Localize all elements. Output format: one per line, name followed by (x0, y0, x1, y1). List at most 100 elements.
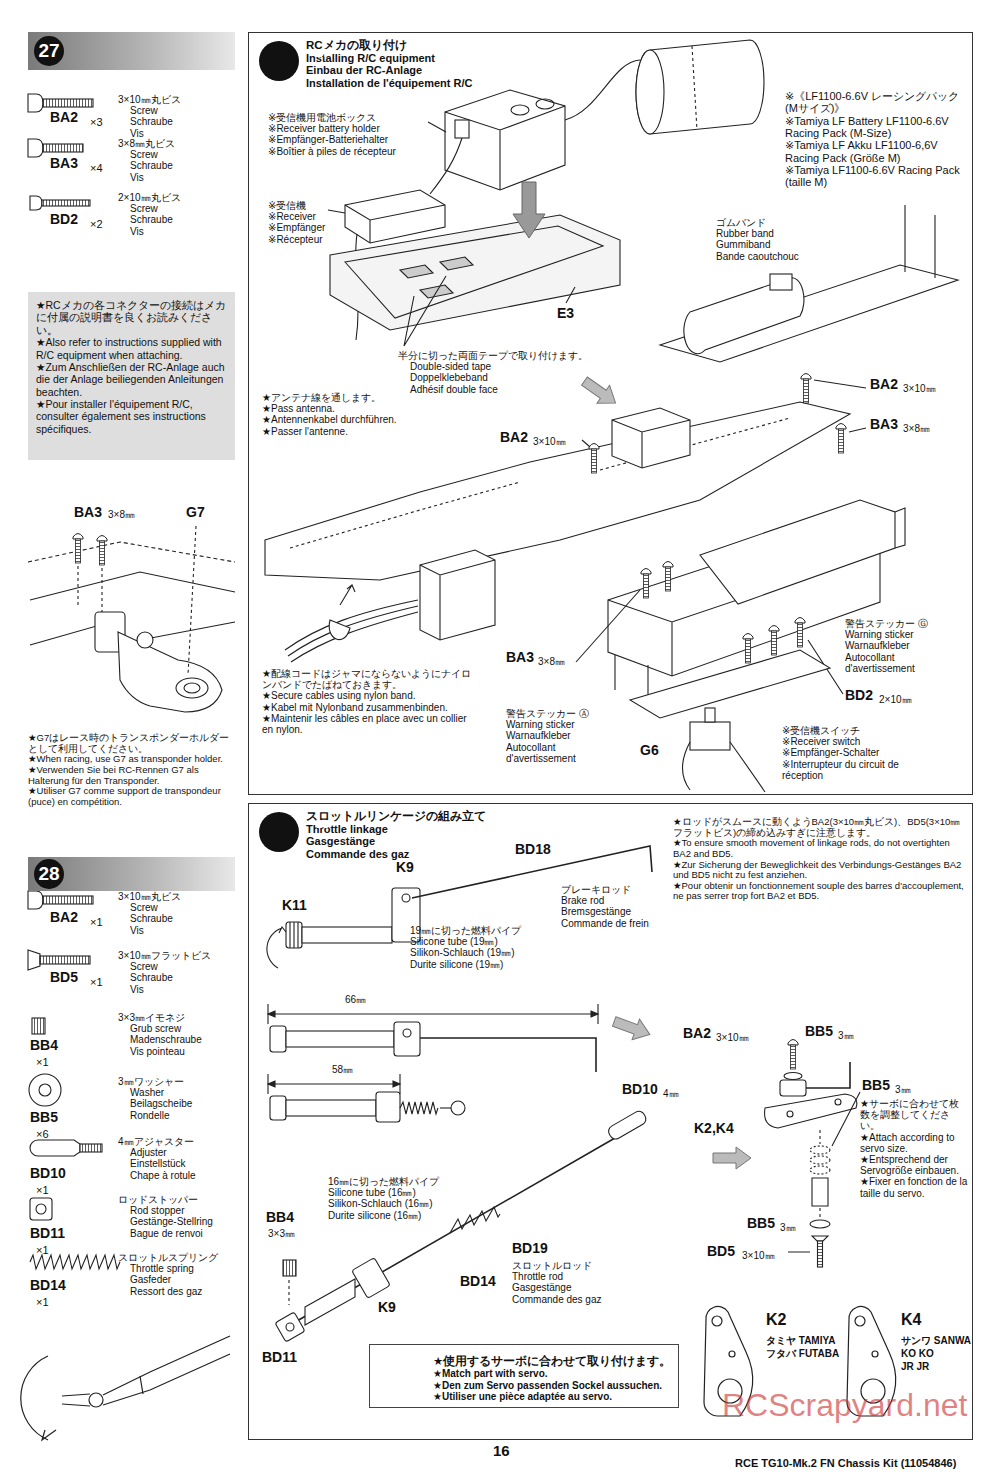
callout-text: Commande des gaz (512, 1294, 602, 1305)
callout-text: Durite silicone (16㎜) (328, 1210, 439, 1221)
throttle-rod-assembly (606, 1109, 648, 1141)
part-code: K4 (901, 1310, 971, 1331)
part-icon (30, 1198, 52, 1220)
rod-dimension (400, 1102, 438, 1114)
quantity: ×6 (36, 1128, 49, 1140)
callout-text: ★Passer l'antenne. (262, 426, 397, 437)
part-code: G7 (186, 505, 205, 521)
part-icon (30, 1140, 80, 1156)
note-text: ★サーボに合わせて枚数を調整してください。 (860, 1098, 968, 1132)
g7-illustration (184, 683, 200, 693)
text-wrap: K2タミヤ TAMIYAフタバ FUTABA (766, 1310, 839, 1360)
label-group: ※受信機※Receiver※Empfänger※Récepteur (268, 200, 325, 245)
part-code: BD2 (845, 688, 873, 704)
quantity: ×1 (36, 1244, 49, 1256)
note-text: ★Fixer en fonction de la taille du servo… (860, 1176, 968, 1198)
part-code: BA3 (870, 417, 898, 433)
step-title: Throttle linkage (306, 823, 486, 835)
text-wrap: 28 (316, 818, 329, 831)
callout-text: Autocollant d'avertissement (845, 652, 955, 674)
label-group: ★アンテナ線を通します。★Pass antenna.★Antennenkabel… (262, 392, 397, 437)
part-spec: Throttle spring (118, 1263, 218, 1274)
part-spec: Screw (118, 203, 181, 214)
rod-dimension (268, 1004, 598, 1122)
servo-horn-assembly (765, 1094, 857, 1128)
label-group: ブレーキロッドBrake rodBremsgestängeCommande de… (561, 884, 649, 929)
part-code: BD11 (30, 1226, 65, 1242)
receiver-switch (630, 650, 830, 718)
nylon-band (329, 620, 350, 640)
callout-text: Durite silicone (19㎜) (410, 959, 521, 970)
quantity: ×1 (36, 1296, 49, 1308)
label-group: 2×10㎜丸ビスScrewSchraubeVis (118, 192, 181, 237)
label-group: BA2 (683, 1026, 711, 1042)
label-group: 58㎜ (332, 1064, 353, 1075)
part-icon (28, 94, 120, 1269)
warning-text: ★Utiliser une pièce adaptée au servo. (433, 1391, 671, 1403)
label-group: ★G7はレース時のトランスポンダーホルダーとして利用してください。★When r… (28, 733, 238, 807)
part-code: K9 (396, 860, 414, 876)
part-code: BD14 (30, 1278, 66, 1294)
chassis-assembly (836, 424, 846, 454)
rod-dimension (440, 1107, 452, 1108)
callout-text: ★Antennenkabel durchführen. (262, 414, 397, 425)
note-text: ★Kabel mit Nylonband zusammenbinden. (262, 702, 477, 713)
plate-hole (712, 1316, 722, 1326)
chassis-assembly (612, 420, 690, 468)
part-icon (40, 956, 90, 964)
rod-dimension (268, 1081, 400, 1087)
rod-dimension (286, 1100, 376, 1116)
text-wrap: 28 (34, 859, 64, 889)
part-icon (42, 200, 90, 206)
label-group: ×6 (36, 1128, 49, 1140)
callout-text: Gasgestänge (512, 1282, 602, 1293)
note-text: ★Also refer to instructions supplied wit… (36, 336, 227, 361)
part-spec: Vis (118, 172, 175, 183)
callout-text: Brake rod (561, 895, 649, 906)
callout-text: 半分に切った両面テープで取り付けます。 (398, 350, 588, 361)
throttle-rod-assembly (286, 1323, 294, 1331)
note-text: ★Pour obtenir un fonctionnement souple d… (673, 881, 969, 902)
callout-text: スロットルロッド (512, 1260, 602, 1271)
label-group: RCScrapyard.net (722, 1388, 967, 1424)
part-code: G6 (640, 743, 659, 759)
callout-text: ※受信機用電池ボックス (268, 112, 396, 123)
rod-dimension (451, 1101, 465, 1115)
callout-text: Warnaufkleber (506, 730, 601, 741)
part-code: E3 (557, 306, 574, 322)
throttle-rod-assembly (283, 1260, 296, 1276)
drop-arrow (513, 182, 545, 238)
label-group: 3×10㎜フラットビスScrewSchraubeVis (118, 950, 211, 995)
part-spec: Ressort des gaz (118, 1286, 218, 1297)
callout-text: ※《LF1100-6.6V レーシングパック(Mサイズ)》 (785, 90, 965, 115)
label-group: 3×10㎜ (742, 1250, 775, 1261)
part-icon (28, 950, 40, 970)
label-group: ※《LF1100-6.6V レーシングパック(Mサイズ)》※Tamiya LF … (785, 90, 965, 189)
callout-text: 警告ステッカー Ⓖ (845, 618, 955, 629)
rod-dimension (286, 1031, 394, 1047)
page-number: 16 (493, 1443, 510, 1460)
label-group: ロッドストッパーRod stopperGestänge-StellringBag… (118, 1194, 213, 1239)
callout-text: ※Empfänger-Schalter (782, 747, 932, 758)
label-group: 66㎜ (345, 994, 366, 1005)
part-spec: Screw (118, 105, 181, 116)
servo-horn-assembly (788, 1040, 798, 1070)
part-code: BB5 (747, 1216, 775, 1232)
text-wrap: K4サンワ SANWAKO KOJR JR (901, 1310, 971, 1373)
servo-horn-assembly (812, 1178, 828, 1206)
part-spec: 3×3㎜イモネジ (118, 1012, 202, 1023)
label-group: BB5 (747, 1216, 775, 1232)
note-box: ★RCメカの各コネクターの接続はメカに付属の説明書を良くお読みください。★Als… (28, 292, 235, 460)
part-code: BB5 (30, 1110, 58, 1126)
label-group: RCE TG10-Mk.2 FN Chassis Kit (11054846) (735, 1457, 956, 1469)
step-number: 28 (34, 859, 64, 889)
text-wrap: RCメカの取り付けInstalling R/C equipmentEinbau … (306, 39, 472, 89)
part-spec: Rondelle (118, 1110, 192, 1121)
part-code: BA3 (50, 156, 78, 172)
callout-text: Warning sticker (506, 719, 601, 730)
receiver (328, 210, 345, 213)
rod-dimension (376, 1092, 400, 1122)
throttle-rod-assembly (352, 1258, 391, 1299)
callout-text: ※Receiver battery holder (268, 123, 396, 134)
g7-illustration (137, 632, 153, 648)
